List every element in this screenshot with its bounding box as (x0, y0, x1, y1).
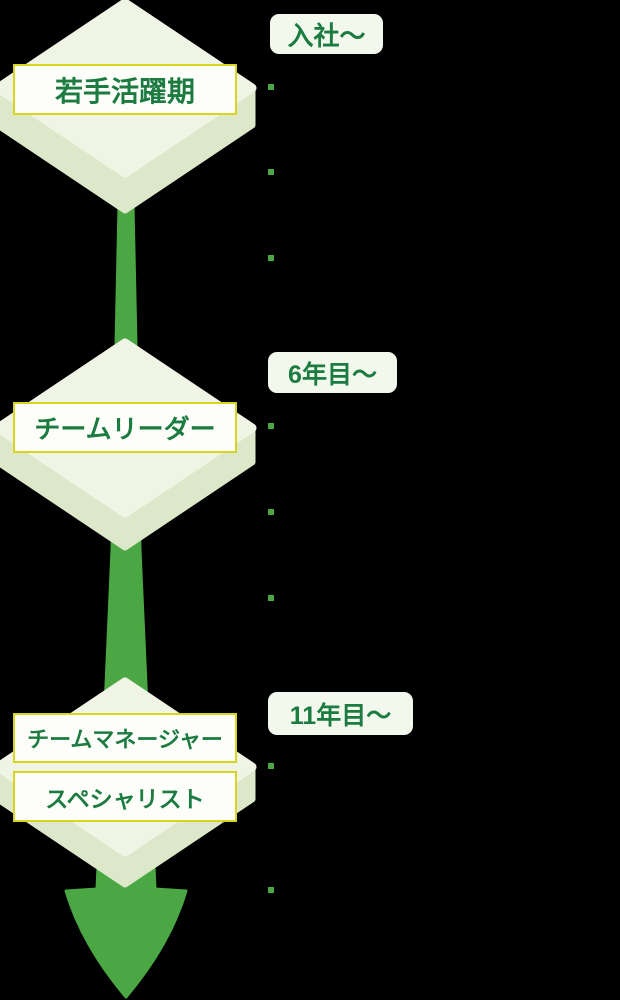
stage-2-period: 6年目〜 (288, 360, 377, 389)
stage-3-period: 11年目〜 (289, 701, 392, 730)
stage-2-period-badge: 6年目〜 (268, 352, 397, 393)
bullet-icon (268, 887, 274, 893)
down-arrow-icon (64, 203, 188, 999)
stage-3-title-box-2: スペシャリスト (13, 771, 237, 822)
stage-3-period-badge: 11年目〜 (268, 692, 413, 735)
stage-1-title: 若手活躍期 (54, 75, 195, 107)
bullet-icon (268, 595, 274, 601)
stage-3-title-box-1: チームマネージャー (13, 713, 237, 763)
stage-2-title-box: チームリーダー (13, 402, 237, 453)
bullet-icon (268, 509, 274, 515)
stage-3-title-1: チームマネージャー (27, 727, 223, 752)
stage-1-period-badge: 入社〜 (270, 14, 383, 54)
bullet-icon (268, 423, 274, 429)
stage-1-period: 入社〜 (287, 20, 366, 51)
bullet-icon (268, 169, 274, 175)
bullet-icon (268, 84, 274, 90)
stage-1-title-box: 若手活躍期 (13, 64, 237, 115)
bullet-icon (268, 763, 274, 769)
stage-2-title: チームリーダー (34, 414, 216, 444)
stage-3-title-2: スペシャリスト (45, 785, 205, 812)
bullet-icon (268, 255, 274, 261)
